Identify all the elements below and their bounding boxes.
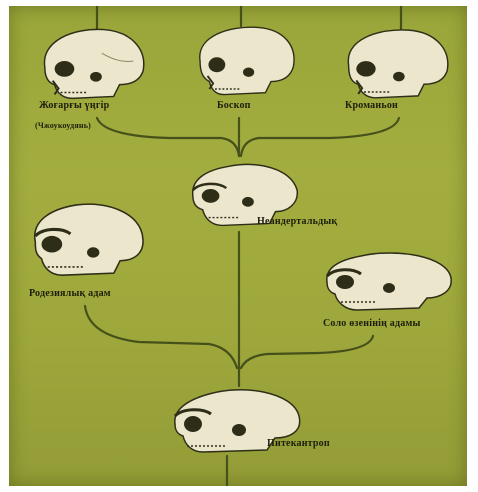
label-solo: Соло өзенінің адамы [323, 318, 420, 329]
edge-upper-to-neanderthal [97, 118, 239, 156]
edge-cromagnon-to-neanderthal [241, 118, 399, 156]
label-pithecanthropus: Питекантроп [267, 438, 330, 449]
rhodesian-skull [25, 194, 149, 282]
label-upper-cave-sub: (Чжоукоудянь) [35, 121, 91, 130]
upper-cave-skull [33, 22, 151, 104]
label-upper-cave: Жоғарғы үңгір [39, 100, 109, 111]
cromagnon-skull [337, 22, 453, 104]
boskop-skull [187, 20, 299, 102]
label-rhodesian: Родезиялық адам [29, 288, 111, 299]
solo-skull [319, 236, 459, 314]
label-boskop: Боскоп [217, 100, 251, 111]
edge-rhodesian-to-trunk [85, 306, 237, 368]
edge-solo-to-trunk [241, 336, 373, 368]
label-cromagnon: Кроманьон [345, 100, 398, 111]
diagram-background: Жоғарғы үңгір (Чжоукоудянь) Боскоп Крома… [9, 6, 467, 486]
label-neanderthal: Неандертальдық [257, 216, 337, 227]
